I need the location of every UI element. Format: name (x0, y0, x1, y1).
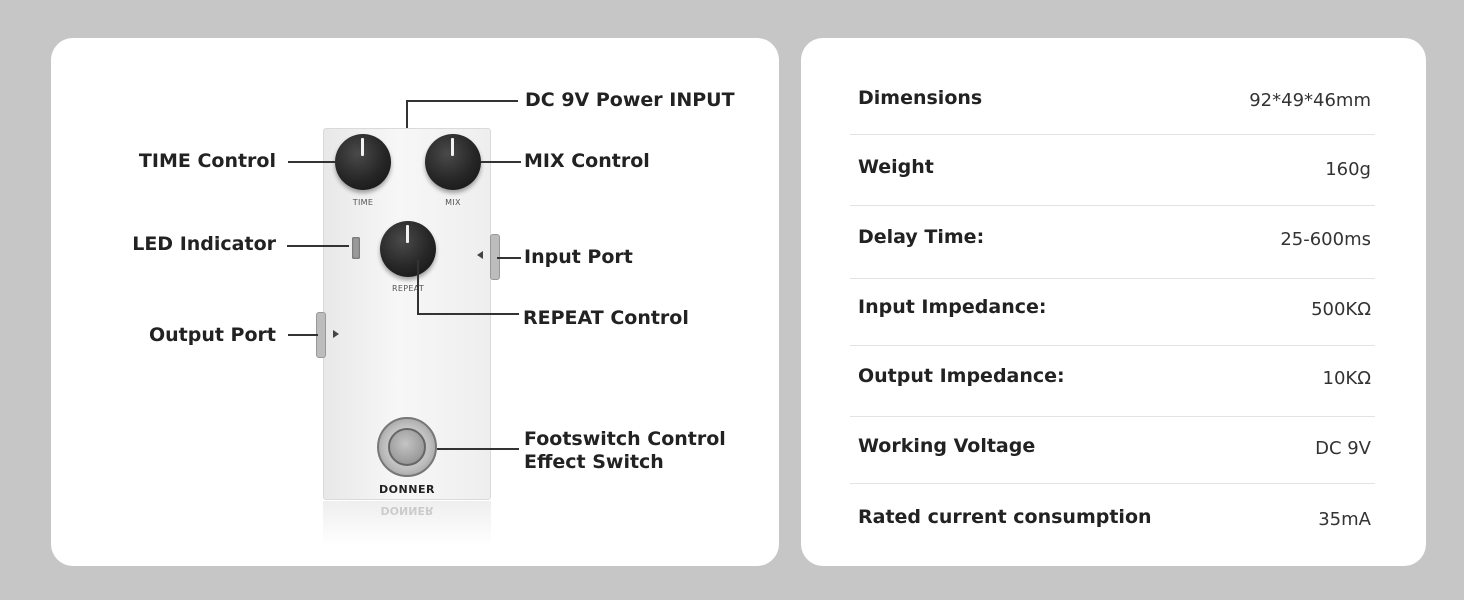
input-line (497, 257, 521, 259)
repeat-knob-label: REPEAT (391, 284, 425, 293)
mix-line (481, 161, 521, 163)
time-line (288, 161, 336, 163)
spec-row: Dimensions 92*49*46mm (850, 66, 1375, 135)
spec-value: 92*49*46mm (1249, 90, 1371, 111)
repeat-line-v (417, 260, 419, 315)
led-indicator (352, 237, 360, 259)
footswitch-line (437, 448, 519, 450)
pedal-reflection: DONNER (323, 501, 491, 545)
knob-pointer (406, 225, 409, 243)
spec-row: Working Voltage DC 9V (850, 417, 1375, 484)
output-line (288, 334, 318, 336)
spec-row: Output Impedance: 10KΩ (850, 346, 1375, 417)
input-port-label: Input Port (524, 246, 633, 268)
input-arrow-icon (477, 251, 483, 259)
brand-reflection: DONNER (380, 504, 434, 517)
spec-name: Working Voltage (858, 435, 1036, 457)
time-knob-label: TIME (352, 198, 374, 207)
led-indicator-label: LED Indicator (132, 233, 276, 255)
spec-name: Dimensions (858, 87, 983, 109)
brand-logo: DONNER (379, 483, 435, 496)
mix-knob-label: MIX (445, 198, 461, 207)
knob-pointer (361, 138, 364, 156)
spec-name: Delay Time: (858, 226, 985, 248)
time-knob (335, 134, 391, 190)
spec-row: Weight 160g (850, 135, 1375, 206)
spec-row: Rated current consumption 35mA (850, 484, 1375, 554)
spec-value: 10KΩ (1322, 368, 1371, 389)
mix-control-label: MIX Control (524, 150, 650, 172)
spec-value: DC 9V (1315, 438, 1371, 459)
pedal-diagram-card: DONNER TIME MIX REPEAT DONNER DC 9V Powe… (51, 38, 779, 566)
dc-power-line-v (406, 100, 408, 128)
spec-row: Input Impedance: 500KΩ (850, 279, 1375, 346)
spec-name: Output Impedance: (858, 365, 1065, 387)
repeat-knob (380, 221, 436, 277)
spec-value: 35mA (1318, 509, 1371, 530)
footswitch-label-line1: Footswitch Control (524, 428, 726, 450)
dc-power-line-h (406, 100, 518, 102)
time-control-label: TIME Control (138, 150, 276, 172)
footswitch-label-line2: Effect Switch (524, 451, 664, 473)
repeat-line-h (417, 313, 519, 315)
knob-pointer (451, 138, 454, 156)
output-port-label: Output Port (148, 324, 276, 346)
spec-value: 25-600ms (1280, 229, 1371, 250)
repeat-control-label: REPEAT Control (523, 307, 689, 329)
spec-value: 500KΩ (1311, 299, 1371, 320)
output-arrow-icon (333, 330, 339, 338)
spec-name: Input Impedance: (858, 296, 1047, 318)
spec-row: Delay Time: 25-600ms (850, 206, 1375, 279)
footswitch (377, 417, 437, 477)
led-line (287, 245, 349, 247)
spec-name: Rated current consumption (858, 506, 1152, 528)
spec-value: 160g (1325, 159, 1371, 180)
footswitch-button (388, 428, 426, 466)
spec-table-card: Dimensions 92*49*46mm Weight 160g Delay … (801, 38, 1426, 566)
spec-name: Weight (858, 156, 934, 178)
dc-power-label: DC 9V Power INPUT (525, 89, 735, 111)
mix-knob (425, 134, 481, 190)
